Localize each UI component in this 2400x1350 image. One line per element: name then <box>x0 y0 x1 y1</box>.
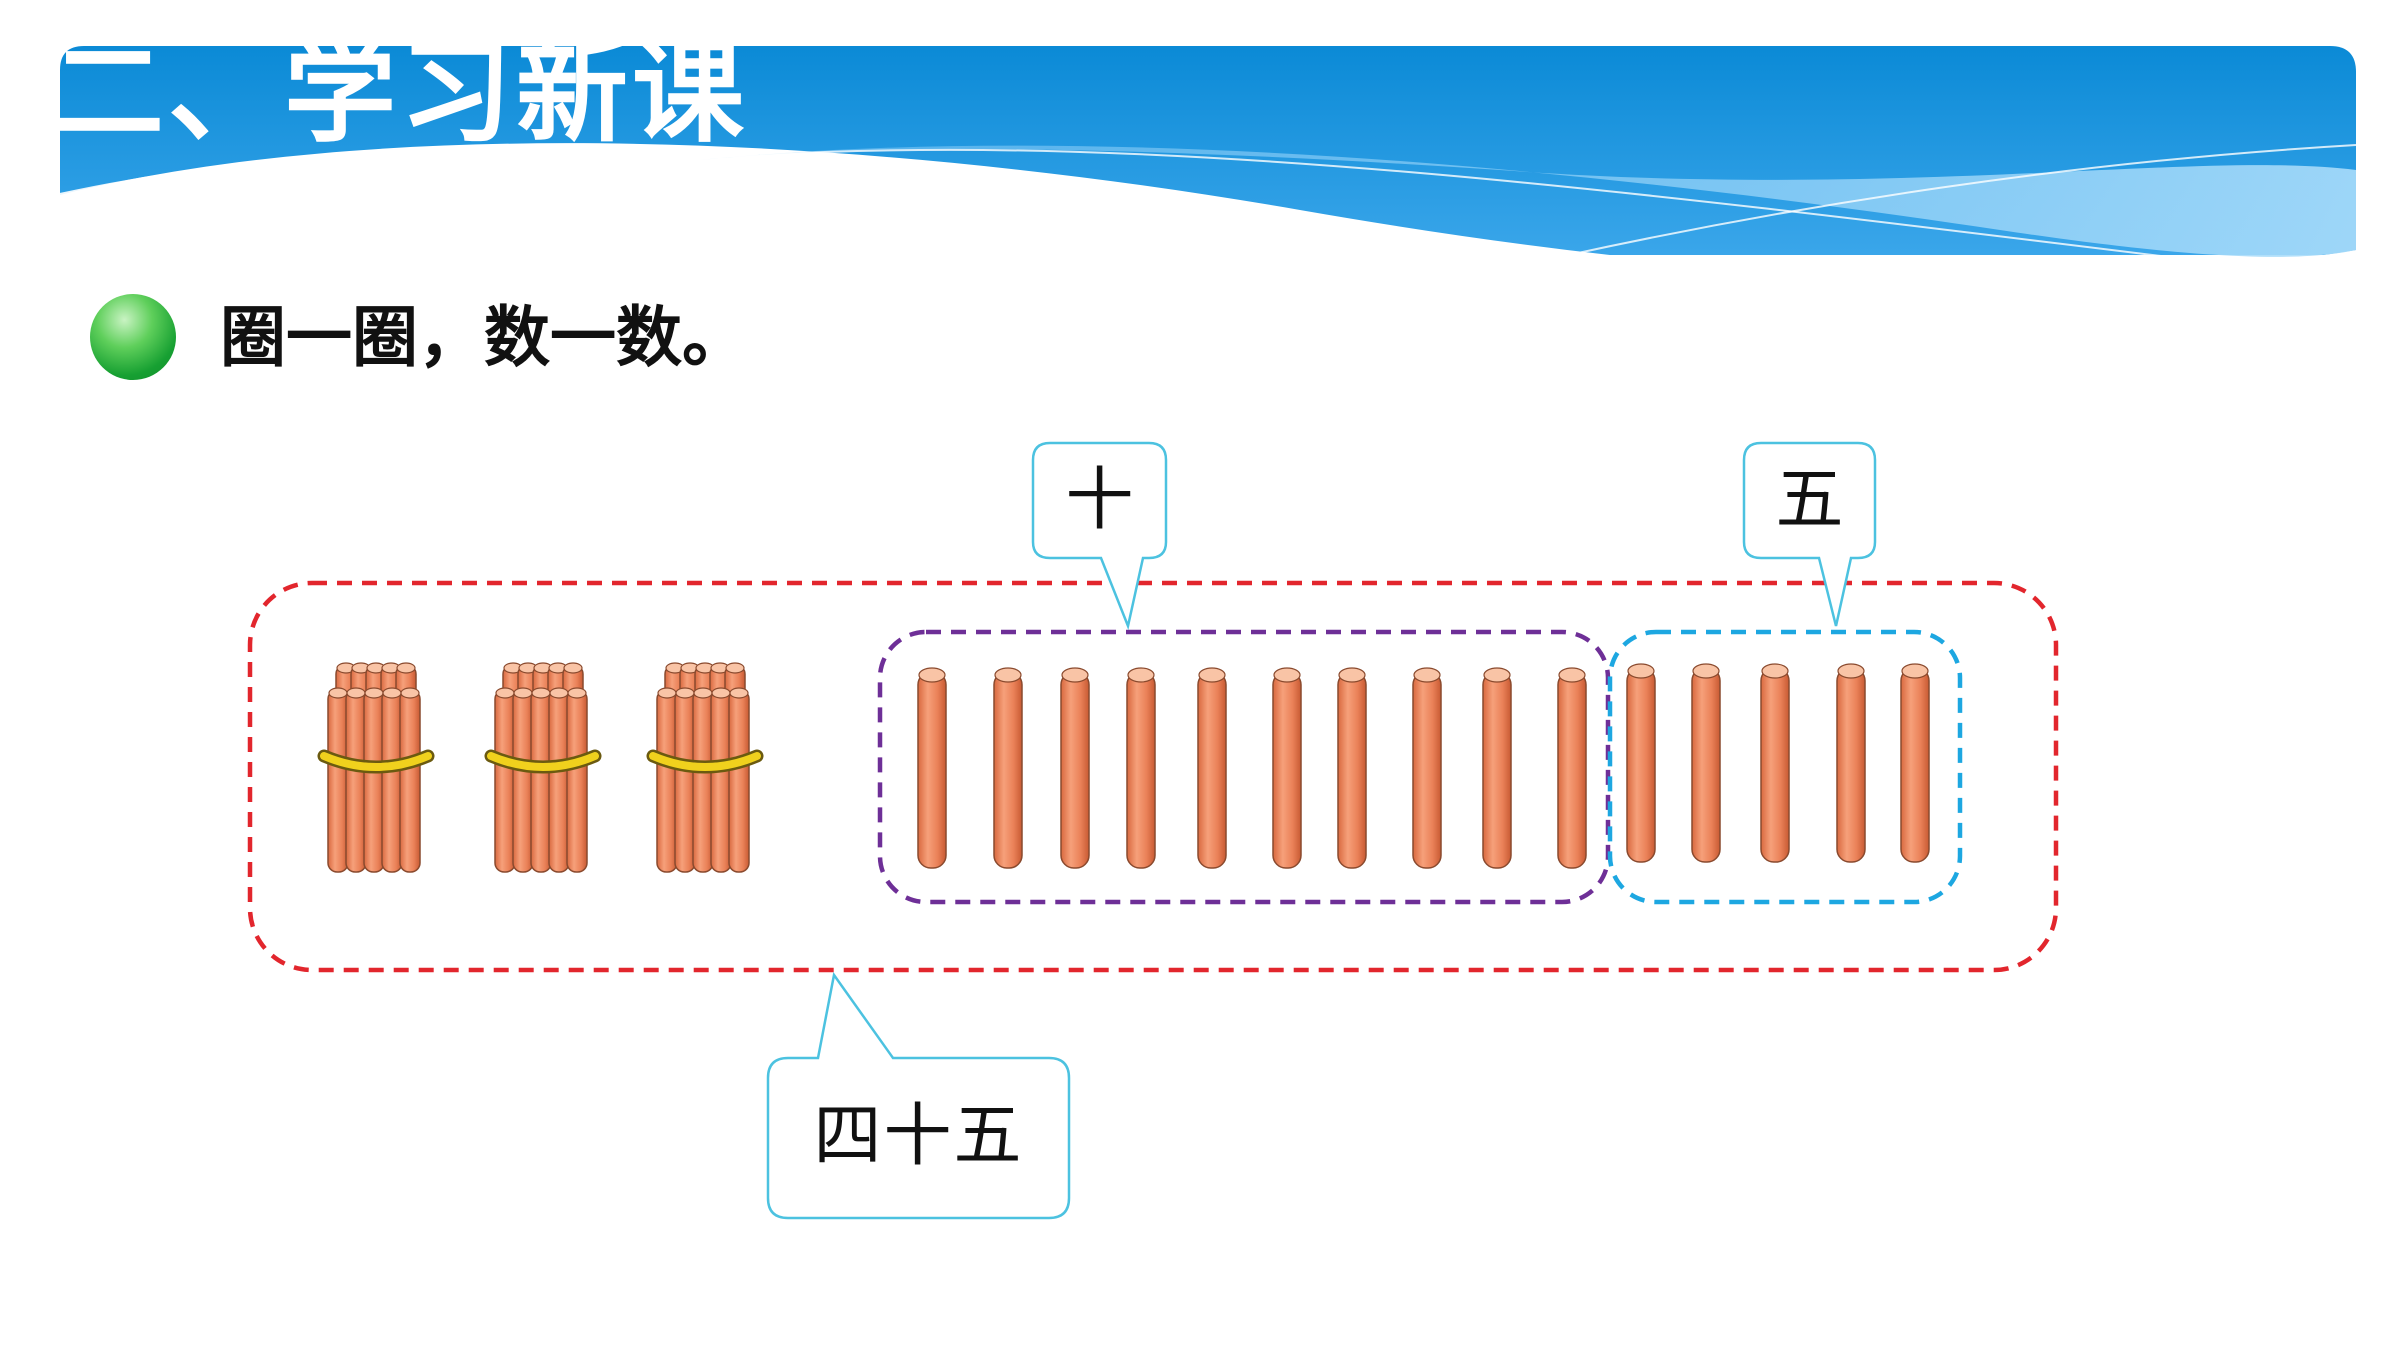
bundle-stick <box>530 687 552 873</box>
tens-label: 十 <box>1065 461 1134 540</box>
bundle-stick <box>399 687 421 873</box>
bundle-stick <box>363 687 385 873</box>
single-stick <box>1691 663 1721 863</box>
ten-stick-bundle <box>646 662 764 873</box>
green-ball-icon <box>90 294 176 380</box>
rubber-band <box>320 752 432 771</box>
single-stick <box>1197 667 1227 869</box>
stick-bundles <box>317 662 764 873</box>
outer-dashed-circle <box>247 580 2059 973</box>
tens-dashed-circle <box>877 629 1611 905</box>
total-label: 四十五 <box>813 1097 1024 1176</box>
ones-sticks <box>1626 663 1930 863</box>
page-title: 二、学习新课 <box>52 28 748 150</box>
single-stick <box>1557 667 1587 869</box>
ten-stick-bundle <box>317 662 435 873</box>
ones-label: 五 <box>1775 461 1844 540</box>
bundle-stick <box>728 687 750 873</box>
single-stick <box>1760 663 1790 863</box>
total-speech-bubble <box>766 971 1071 1220</box>
bundle-stick <box>345 687 367 873</box>
bundle-stick <box>327 687 349 873</box>
bundle-stick <box>692 687 714 873</box>
bundle-stick <box>656 687 678 873</box>
single-stick <box>1060 667 1090 869</box>
bundle-stick <box>674 687 696 873</box>
single-stick <box>1482 667 1512 869</box>
ones-dashed-circle <box>1607 629 1963 905</box>
single-stick <box>993 667 1023 869</box>
tens-sticks <box>917 667 1587 869</box>
bundle-stick <box>710 687 732 873</box>
single-stick <box>1337 667 1367 869</box>
single-stick <box>1412 667 1442 869</box>
bundle-stick <box>494 687 516 873</box>
instruction-text: 圈一圈，数一数。 <box>220 298 748 376</box>
rubber-band <box>649 752 761 771</box>
bundle-stick <box>566 687 588 873</box>
single-stick <box>1900 663 1930 863</box>
rubber-band <box>487 752 599 771</box>
single-stick <box>1626 663 1656 863</box>
single-stick <box>1836 663 1866 863</box>
single-stick <box>1272 667 1302 869</box>
bundle-stick <box>381 687 403 873</box>
header-banner <box>59 46 2357 330</box>
ten-stick-bundle <box>484 662 602 873</box>
single-stick <box>917 667 947 869</box>
ones-speech-bubble <box>1742 441 1877 627</box>
tens-speech-bubble <box>1031 441 1168 631</box>
bundle-stick <box>548 687 570 873</box>
single-stick <box>1126 667 1156 869</box>
bundle-stick <box>512 687 534 873</box>
